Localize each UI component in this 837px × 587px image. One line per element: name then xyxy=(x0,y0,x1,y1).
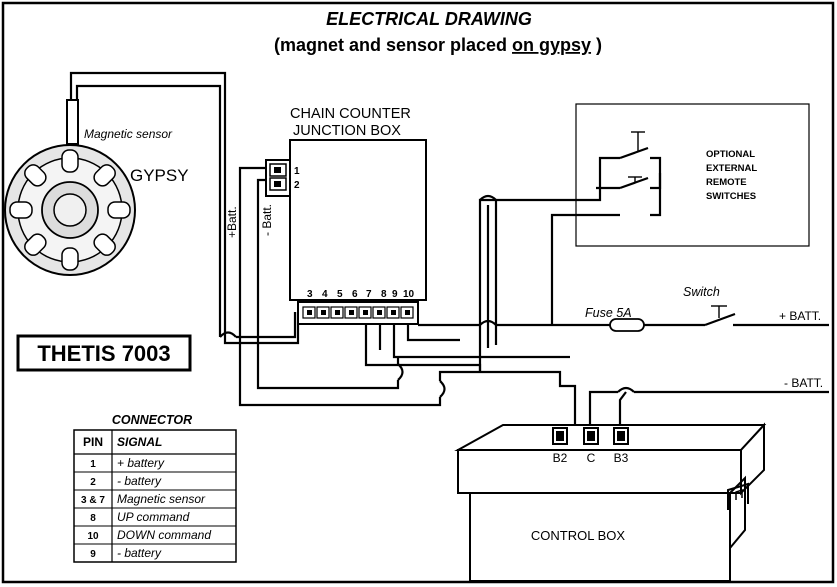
pin-label-8: 8 xyxy=(381,289,387,300)
remote-switches-box xyxy=(575,103,810,247)
table-cell-pin: 3 & 7 xyxy=(81,495,105,506)
gypsy-label: GYPSY xyxy=(130,166,189,185)
pin-label-2: 2 xyxy=(294,180,300,191)
table-cell-pin: 2 xyxy=(90,477,96,488)
pin-label-10: 10 xyxy=(403,289,415,300)
pin-label-9: 9 xyxy=(392,289,398,300)
junction-box-title-1: CHAIN COUNTER xyxy=(290,106,411,122)
table-cell-signal: DOWN command xyxy=(117,528,211,542)
diagram-subtitle: (magnet and sensor placed on gypsy ) xyxy=(274,35,602,55)
plus-batt-label: + BATT. xyxy=(779,309,821,323)
fuse-symbol xyxy=(609,318,645,332)
command-wires xyxy=(364,324,560,372)
diagram-title: ELECTRICAL DRAWING xyxy=(326,9,532,29)
pin-label-1: 1 xyxy=(294,166,300,177)
terminal-b2-label: B2 xyxy=(553,451,568,465)
terminal-c-label: C xyxy=(587,451,596,465)
remote-label-2: EXTERNAL xyxy=(706,163,757,174)
table-cell-signal: - battery xyxy=(117,474,162,488)
sensor-cable xyxy=(69,71,300,345)
switch-label: Switch xyxy=(683,285,720,299)
junction-box-title-2: JUNCTION BOX xyxy=(293,123,401,139)
bus-wires xyxy=(418,319,600,428)
terminal-strip xyxy=(297,301,419,325)
control-box-label: CONTROL BOX xyxy=(531,528,625,543)
terminal-b3-label: B3 xyxy=(614,451,629,465)
control-box xyxy=(454,422,767,582)
battery-feed-wires xyxy=(238,166,450,407)
magnetic-sensor-label: Magnetic sensor xyxy=(84,127,173,141)
gypsy-drawing xyxy=(4,144,136,276)
table-cell-signal: + battery xyxy=(117,456,165,470)
remote-label-4: SWITCHES xyxy=(706,191,756,202)
pin-label-7: 7 xyxy=(366,289,372,300)
table-cell-signal: - battery xyxy=(117,546,162,560)
pin-label-6: 6 xyxy=(352,289,358,300)
plus-batt-wire-label: +Batt. xyxy=(225,206,239,238)
plus-batt-line xyxy=(600,305,829,332)
table-cell-pin: 9 xyxy=(90,549,96,560)
control-box-terminals xyxy=(552,427,629,445)
table-cell-signal: Magnetic sensor xyxy=(117,492,206,506)
table-header-signal: SIGNAL xyxy=(117,435,162,449)
magnetic-sensor xyxy=(66,99,79,145)
connector-table-title: CONNECTOR xyxy=(112,413,192,427)
remote-label-1: OPTIONAL xyxy=(706,149,755,160)
table-header-pin: PIN xyxy=(83,435,103,449)
fuse-label: Fuse 5A xyxy=(585,306,632,320)
connector-pins-1-2 xyxy=(265,159,291,197)
product-name: THETIS 7003 xyxy=(37,341,170,366)
pin-label-3: 3 xyxy=(307,289,313,300)
minus-batt-wire-label: - Batt. xyxy=(260,204,274,236)
table-cell-pin: 10 xyxy=(87,531,99,542)
connector-table xyxy=(73,429,237,563)
pin-label-4: 4 xyxy=(322,289,328,300)
remote-switch-symbols xyxy=(619,131,649,190)
table-cell-pin: 1 xyxy=(90,459,96,470)
table-cell-signal: UP command xyxy=(117,510,190,524)
pin-label-5: 5 xyxy=(337,289,343,300)
minus-batt-line xyxy=(588,386,829,428)
junction-box xyxy=(289,139,427,301)
product-name-box xyxy=(16,334,192,372)
table-cell-pin: 8 xyxy=(90,513,96,524)
remote-label-3: REMOTE xyxy=(706,177,747,188)
minus-batt-label: - BATT. xyxy=(784,376,823,390)
remote-switch-wires xyxy=(478,156,662,372)
